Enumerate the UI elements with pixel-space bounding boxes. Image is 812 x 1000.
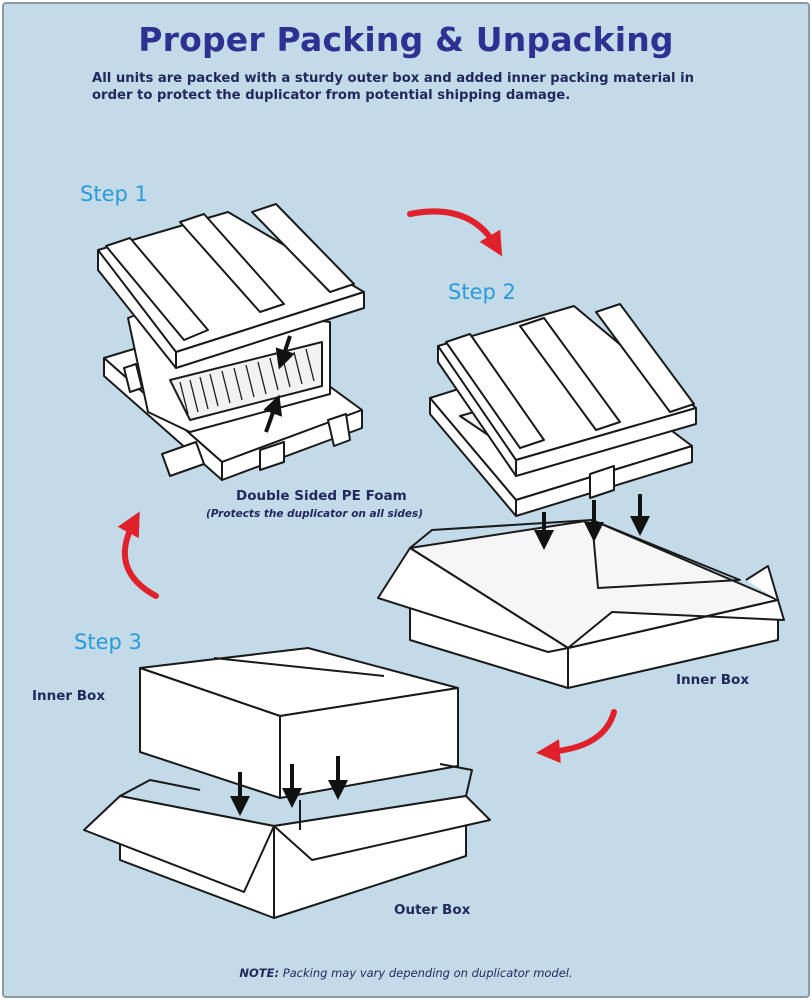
foam-rib bbox=[179, 213, 285, 313]
inner-box-open bbox=[377, 519, 785, 689]
step-1-label: Step 1 bbox=[80, 182, 148, 206]
step-3-label: Step 3 bbox=[74, 630, 142, 654]
step-2-foam-assembly bbox=[429, 303, 697, 517]
foam-rib bbox=[105, 237, 209, 341]
box-flap bbox=[567, 599, 785, 649]
outer-box-open bbox=[83, 763, 491, 919]
foam-note: (Protects the duplicator on all sides) bbox=[206, 508, 424, 520]
inner-box-label-left: Inner Box bbox=[32, 688, 106, 704]
outer-box-label: Outer Box bbox=[394, 902, 471, 918]
box-flap bbox=[377, 547, 569, 653]
note-prefix: NOTE: bbox=[239, 966, 280, 980]
foam-label: Double Sided PE Foam bbox=[236, 488, 407, 504]
footer-note: NOTE: Packing may vary depending on dupl… bbox=[0, 966, 812, 980]
curved-red-arrow-icon bbox=[117, 511, 159, 599]
box-flap bbox=[273, 795, 491, 861]
box-flap bbox=[83, 795, 275, 893]
foam-rib bbox=[251, 203, 355, 293]
intro-text: All units are packed with a sturdy outer… bbox=[92, 71, 695, 103]
step-1-foam-assembly bbox=[97, 203, 365, 481]
down-arrow-icon bbox=[275, 335, 295, 370]
page-title: Proper Packing & Unpacking bbox=[138, 20, 674, 59]
step-2-label: Step 2 bbox=[448, 280, 516, 304]
curved-red-arrow-icon bbox=[536, 709, 617, 764]
box-flap bbox=[745, 565, 779, 601]
up-arrow-icon bbox=[263, 394, 283, 433]
note-text: Packing may vary depending on duplicator… bbox=[279, 966, 573, 980]
inner-box-label-right: Inner Box bbox=[676, 672, 750, 688]
curved-red-arrow-icon bbox=[407, 208, 503, 257]
inner-box-closed bbox=[139, 647, 459, 799]
